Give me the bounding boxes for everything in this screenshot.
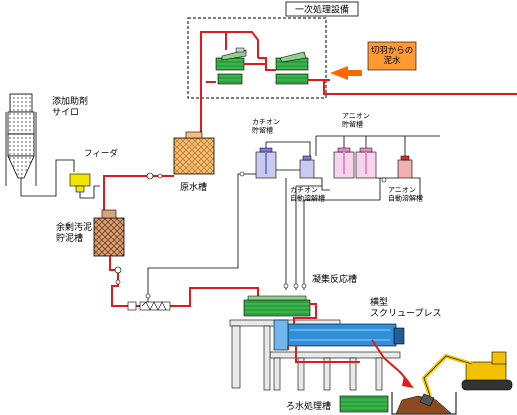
primary-treatment-label: 一次処理設備 <box>295 4 349 16</box>
screw-press <box>273 319 405 351</box>
chemical-piping <box>246 135 440 290</box>
cation-storage-label: カチオン貯留槽 <box>252 118 280 134</box>
mud-source: 切羽からの泥水 <box>323 41 517 95</box>
cation-auto-dissolver <box>299 155 315 179</box>
press-red-piping <box>287 303 411 385</box>
excavator-icon <box>419 351 513 407</box>
sludge-pump <box>139 301 171 311</box>
cation-storage-tank <box>255 147 277 179</box>
surplus-sludge-tank: 余剰汚泥貯泥槽 <box>56 209 125 257</box>
feeder: フィーダ <box>69 148 118 199</box>
flocculation-tank-label: 凝集反応槽 <box>312 273 357 285</box>
anion-storage-label: アニオン貯留槽 <box>342 112 370 128</box>
surplus-sludge-label: 余剰汚泥貯泥槽 <box>56 221 92 244</box>
filtrate-tank: ろ水処理槽 <box>286 395 389 413</box>
vibrating-screen-2 <box>217 51 309 85</box>
raw-water-tank-label: 原水槽 <box>180 181 207 193</box>
primary-treatment-area: 一次処理設備 <box>187 1 359 99</box>
sludge-feed-pipe <box>109 256 259 307</box>
cake-pit <box>391 392 457 415</box>
flocculation-tank <box>243 295 311 317</box>
cation-auto-dissolver-label: カチオン自動溶解槽 <box>290 186 325 202</box>
cake-discharge-arrow <box>402 376 414 388</box>
feeder-label: フィーダ <box>84 148 118 159</box>
vibrating-screen-1 <box>215 47 247 71</box>
raw-to-sludge-pipe <box>103 175 174 210</box>
additive-silo: 添加助剤サイロ <box>5 93 88 190</box>
mud-source-label: 切羽からの泥水 <box>371 46 414 66</box>
primary-red-piping <box>200 31 330 138</box>
screw-press-label: 横型スクリュープレス <box>370 296 441 319</box>
anion-storage-tanks <box>333 147 377 179</box>
additive-silo-label: 添加助剤サイロ <box>52 95 88 118</box>
mud-inflow-pipe <box>323 80 517 95</box>
mud-inflow-arrow <box>330 66 362 80</box>
raw-water-tank: 原水槽 <box>173 131 215 193</box>
filtrate-tank-label: ろ水処理槽 <box>286 400 331 412</box>
anion-auto-dissolver <box>397 155 413 179</box>
anion-auto-dissolver-label: アニオン自動溶解槽 <box>388 186 423 202</box>
